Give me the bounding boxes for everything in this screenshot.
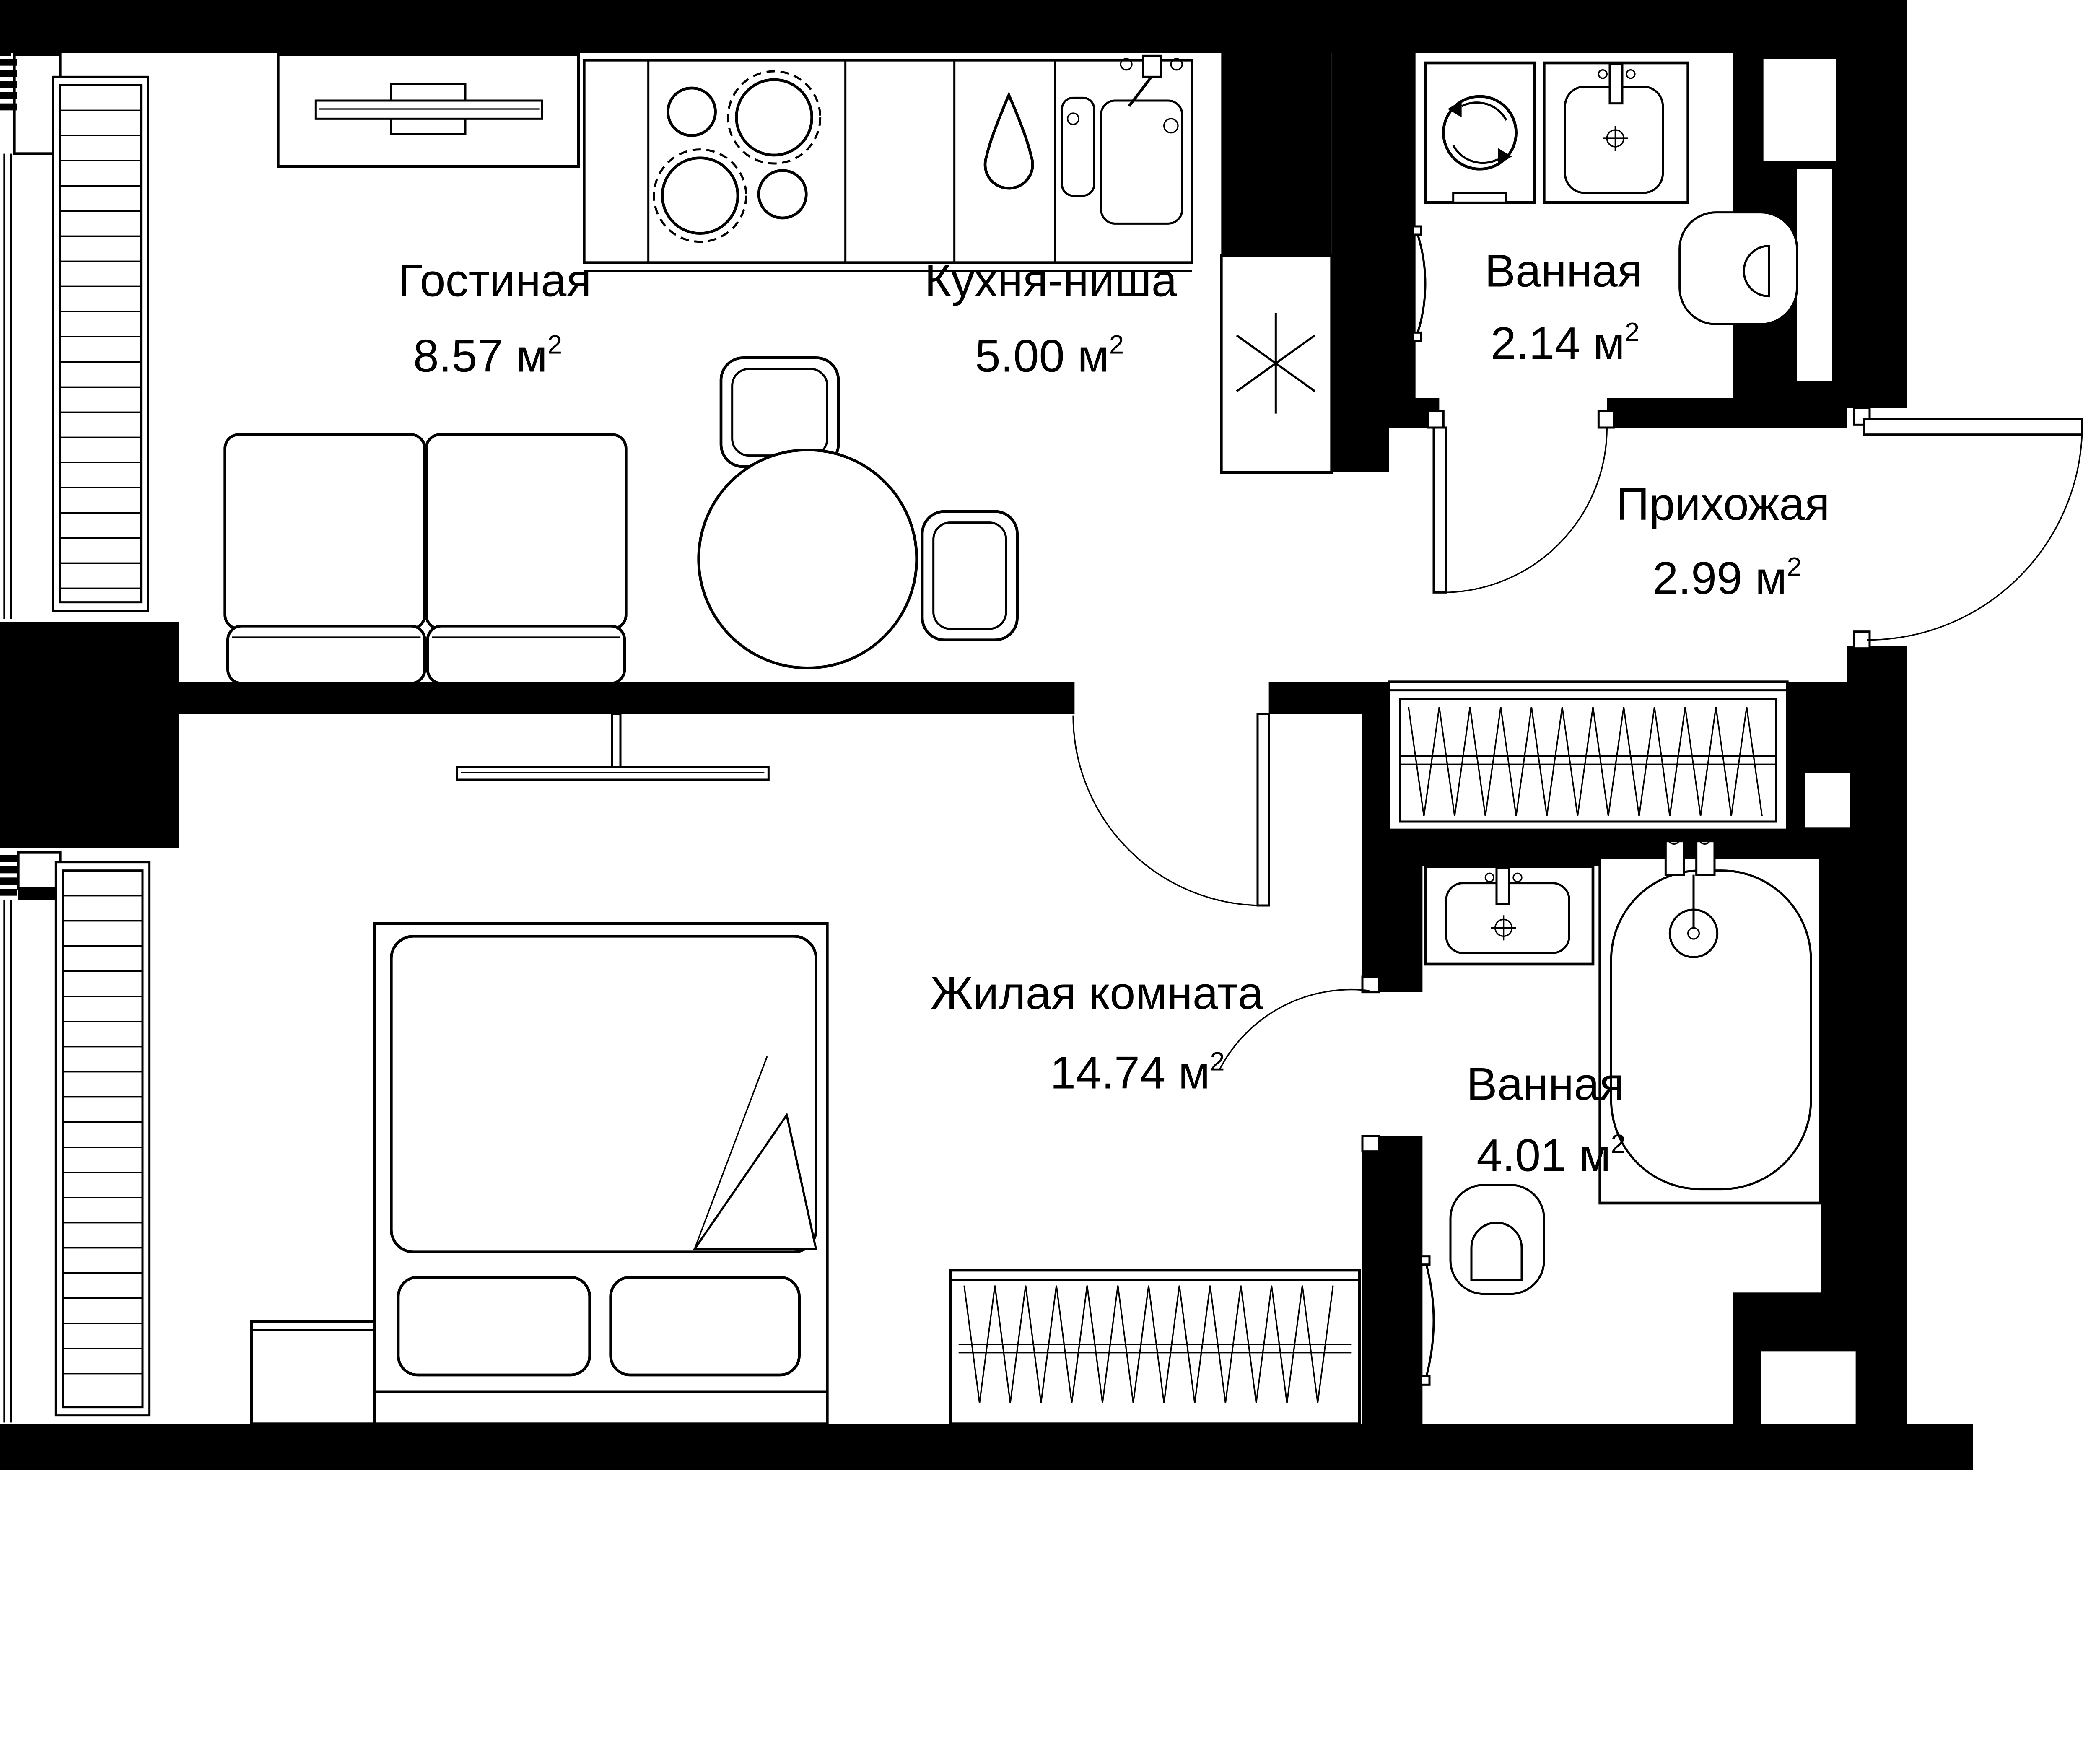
- shaft-bottom-right: [1758, 1348, 1859, 1427]
- door-jamb: [1361, 1135, 1380, 1153]
- living-room: Гостиная 8.57 м2: [223, 53, 1019, 685]
- bed: [373, 922, 829, 1425]
- kitchen: Кухня-ниша 5.00 м2: [583, 54, 1333, 474]
- door-leaf: [1863, 418, 2083, 436]
- floor-plan: Гостиная 8.57 м2 Ку: [0, 0, 2083, 1470]
- wall-left-pier: [0, 622, 179, 848]
- bathroom-small: Ванная 2.14 м2: [1411, 61, 1798, 594]
- niche-behind-toilet: [1797, 169, 1832, 381]
- blanket-fold: [692, 1112, 817, 1250]
- door-leaf: [1256, 713, 1270, 907]
- door-arc: [1072, 715, 1263, 906]
- sofa: [223, 433, 628, 685]
- wall-bath-small-left: [1389, 0, 1416, 408]
- shaft-top-right: [1760, 56, 1839, 163]
- room-label-kitchen: Кухня-ниша: [924, 255, 1177, 306]
- bedroom-wardrobe: [949, 1269, 1361, 1425]
- radiator-bottom: [54, 861, 151, 1417]
- kitchen-sink-icon: [1061, 54, 1183, 225]
- wall-vent-column: [1331, 0, 1389, 472]
- towel-rail-icon: [1416, 231, 1427, 336]
- hanger-zigzag: [963, 1285, 1334, 1403]
- room-area-bath-big: 4.01 м2: [1476, 1129, 1625, 1181]
- tv-stand-stem: [611, 713, 622, 768]
- room-area-living: 8.57 м2: [413, 330, 562, 381]
- wall-bath-big-left-upper: [1362, 866, 1423, 992]
- walls: [0, 0, 1973, 1470]
- room-label-living: Гостиная: [398, 255, 591, 306]
- left-facade: [0, 53, 151, 1423]
- wall-hatch-bottom: [0, 855, 17, 896]
- sink-icon: [1542, 61, 1689, 204]
- stove-icon: [653, 70, 822, 243]
- door-arc: [1867, 434, 2083, 641]
- window-top: [0, 53, 62, 619]
- wall-bedroom-hall: [1362, 714, 1389, 830]
- toilet-icon: [1678, 211, 1798, 325]
- window-junction-box: [17, 851, 62, 890]
- wall-hatch-top: [0, 58, 17, 111]
- door-jamb: [1597, 410, 1615, 429]
- door-jamb: [1427, 410, 1445, 429]
- door-bath-small: [1427, 410, 1615, 594]
- wall-bath-big-left-lower: [1362, 1136, 1423, 1424]
- room-label-bedroom: Жилая комната: [930, 968, 1263, 1019]
- room-area-bath-small: 2.14 м2: [1491, 317, 1639, 369]
- radiator-top: [52, 75, 149, 612]
- pillow: [609, 1276, 801, 1377]
- toilet-icon: [1449, 1184, 1545, 1295]
- towel-rail-icon: [1424, 1260, 1435, 1381]
- door-bath-big: [1219, 975, 1380, 1153]
- wall-bottom: [0, 1424, 1973, 1470]
- entrance-door: [1853, 407, 2083, 650]
- door-arc: [1219, 988, 1370, 1069]
- wall-top: [0, 0, 1733, 53]
- room-area-kitchen: 5.00 м2: [975, 330, 1124, 381]
- dining-table: [697, 356, 1019, 669]
- wall-divider-right: [1268, 682, 1389, 714]
- bathroom-big: Ванная 4.01 м2: [1219, 832, 1822, 1386]
- bathtub-icon: [1598, 832, 1822, 1205]
- hall-closet: [1387, 680, 1789, 832]
- tv-bedroom: [456, 713, 770, 781]
- hallway: Прихожая 2.99 м2: [1387, 407, 2083, 832]
- sink-icon: [1424, 865, 1595, 966]
- room-area-bedroom: 14.74 м2: [1050, 1047, 1225, 1098]
- washing-machine-icon: [1424, 61, 1536, 204]
- mattress: [390, 934, 818, 1253]
- table-round: [697, 448, 918, 669]
- room-label-bath-small: Ванная: [1485, 245, 1643, 296]
- tv-console: [277, 53, 580, 168]
- bedroom-door: [1072, 713, 1270, 907]
- wall-room-divider: [179, 682, 1075, 714]
- wall-bath-small-bottom-right: [1607, 398, 1847, 428]
- room-area-hall: 2.99 м2: [1652, 552, 1801, 604]
- bedroom: Жилая комната 14.74 м2: [250, 713, 1361, 1425]
- room-label-hall: Прихожая: [1616, 478, 1830, 530]
- wall-above-vent: [1221, 53, 1332, 256]
- door-leaf: [1432, 426, 1447, 594]
- hanger-zigzag: [1408, 707, 1763, 816]
- ventilation-shaft-icon: [1219, 254, 1333, 474]
- room-label-bath-big: Ванная: [1466, 1058, 1624, 1110]
- window-bottom: [0, 851, 62, 1423]
- nightstand: [250, 1320, 376, 1425]
- pillow: [397, 1276, 591, 1377]
- door-arc: [1446, 427, 1608, 593]
- water-drop-icon: [983, 91, 1034, 190]
- wall-corner-top-left: [0, 0, 11, 56]
- shaft-mid-right: [1802, 770, 1853, 830]
